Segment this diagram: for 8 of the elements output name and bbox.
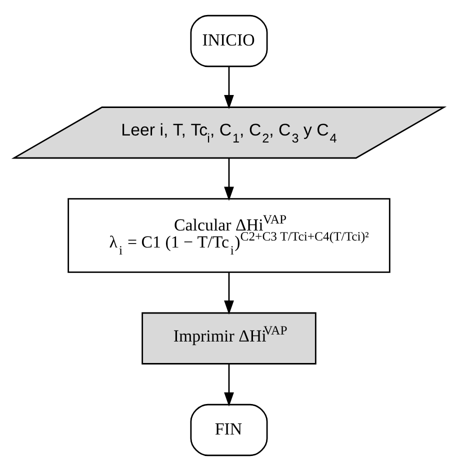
node-box: INICIO	[190, 14, 268, 67]
arrow	[224, 272, 234, 314]
node-box: Imprimir ΔHi$^{VAP}$	[142, 312, 316, 364]
arrow	[224, 66, 234, 109]
node-box: FIN	[190, 403, 268, 456]
arrow	[224, 158, 234, 200]
node-box: Calcular ΔHi$^{VAP}$ λ$_{i}$ = C1 (1 − T/Tc$_{i}$)$^{C2+C3 T/Tci+C4(T/Tci)²}$	[68, 198, 390, 272]
arrow	[224, 364, 234, 406]
